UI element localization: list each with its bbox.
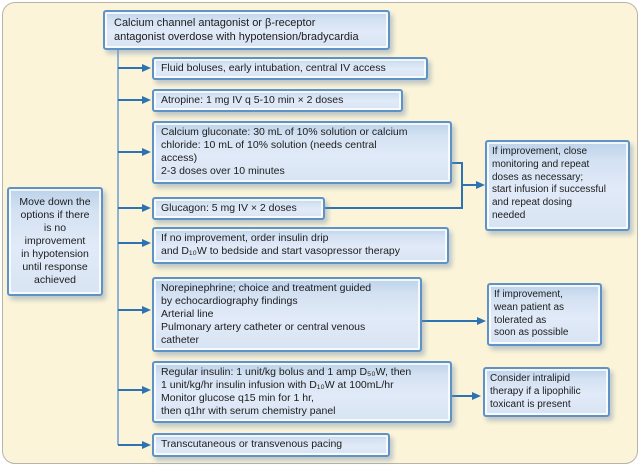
step-calcium-gluconate: Calcium gluconate: 30 mL of 10% solution… — [152, 121, 452, 184]
step-glucagon: Glucagon: 5 mg IV × 2 doses — [152, 197, 325, 220]
step-insulin-drip-order: If no improvement, order insulin drip an… — [152, 227, 449, 264]
step-norepinephrine: Norepinephrine; choice and treatment gui… — [152, 277, 422, 352]
start-box: Calcium channel antagonist or β-receptor… — [103, 10, 390, 50]
outcome-intralipid: Consider intralipid therapy if a lipophi… — [483, 367, 610, 418]
outcome-wean-patient: If improvement, wean patient as tolerate… — [487, 283, 602, 347]
step-pacing: Transcutaneous or transvenous pacing — [152, 433, 390, 457]
step-fluid-boluses: Fluid boluses, early intubation, central… — [152, 57, 428, 80]
side-note-box: Move down the options if there is no imp… — [7, 187, 103, 296]
outcome-close-monitoring: If improvement, close monitoring and rep… — [485, 140, 630, 231]
step-atropine: Atropine: 1 mg IV q 5-10 min × 2 doses — [152, 89, 403, 112]
step-regular-insulin: Regular insulin: 1 unit/kg bolus and 1 a… — [152, 361, 452, 423]
